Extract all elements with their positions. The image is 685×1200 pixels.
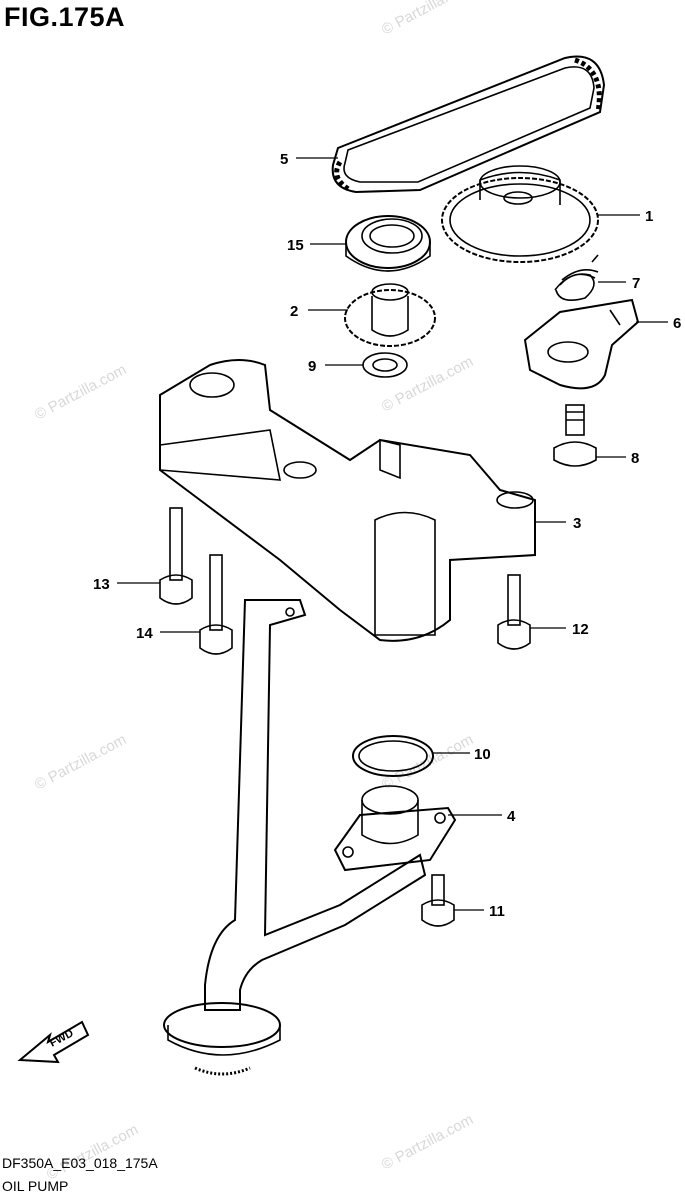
- part-washer: [362, 352, 408, 378]
- part-driven-sprocket: [344, 283, 436, 347]
- callout-15: 15: [287, 237, 304, 254]
- part-pivot-bolt: [553, 404, 597, 467]
- watermark-text: © Partzilla.com: [32, 361, 129, 423]
- watermark-text: © Partzilla.com: [379, 0, 476, 39]
- figure-title: FIG.175A: [4, 2, 126, 32]
- part-bolt-12: [497, 574, 531, 650]
- part-drive-chain: [331, 55, 606, 194]
- callout-10: 10: [474, 746, 491, 763]
- callout-2: 2: [290, 303, 298, 320]
- leader-lines: [117, 157, 668, 911]
- callout-7: 7: [632, 275, 640, 292]
- part-oil-pump-body: [159, 359, 536, 642]
- part-bolt-14: [199, 554, 233, 655]
- part-bearing: [345, 215, 431, 272]
- part-spring: [554, 254, 599, 301]
- diagram-caption: OIL PUMP: [2, 1178, 69, 1194]
- callout-5: 5: [280, 151, 288, 168]
- fwd-arrow-icon: FWD: [17, 1020, 90, 1064]
- part-pickup-pipe: [163, 599, 427, 1076]
- callout-9: 9: [308, 358, 316, 375]
- watermark-text: © Partzilla.com: [32, 731, 129, 793]
- callout-11: 11: [489, 903, 505, 920]
- callout-14: 14: [136, 625, 153, 642]
- watermark-text: © Partzilla.com: [379, 1111, 476, 1173]
- part-o-ring: [352, 735, 434, 777]
- callout-3: 3: [573, 515, 581, 532]
- callout-13: 13: [93, 576, 110, 593]
- diagram-code: DF350A_E03_018_175A: [2, 1155, 158, 1171]
- callout-labels: 1 2 3 4 5 6 7 8 9 10 11 12 13 14 15: [93, 151, 681, 920]
- part-strainer: [333, 785, 457, 872]
- part-strainer-bolt: [421, 874, 455, 927]
- part-tensioner: [523, 298, 640, 390]
- callout-4: 4: [507, 808, 516, 825]
- watermark-text: © Partzilla.com: [379, 353, 476, 415]
- callout-1: 1: [645, 208, 653, 225]
- part-bolt-13: [159, 507, 193, 605]
- callout-12: 12: [572, 621, 589, 638]
- callout-8: 8: [631, 450, 639, 467]
- callout-6: 6: [673, 315, 681, 332]
- watermark-text: © Partzilla.com: [44, 1121, 141, 1183]
- part-drive-sprocket: [441, 165, 599, 263]
